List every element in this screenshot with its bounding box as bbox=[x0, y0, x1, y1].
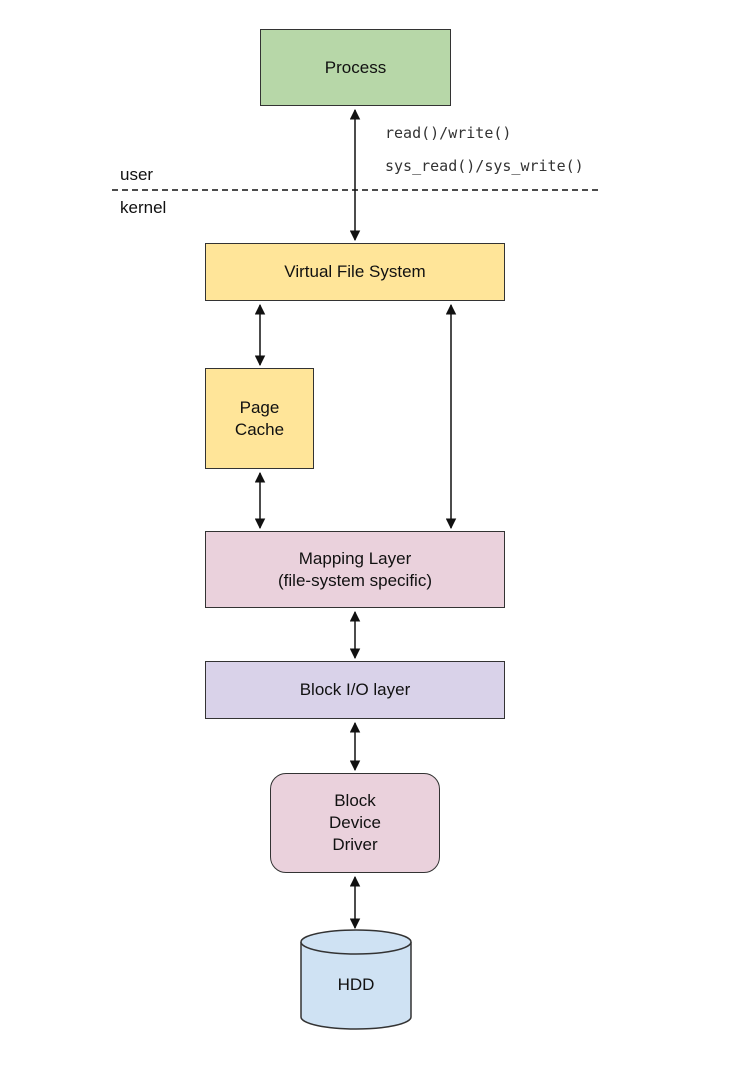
block-io-layer-box: Block I/O layer bbox=[205, 661, 505, 719]
process-box: Process bbox=[260, 29, 451, 106]
page-cache-box: Page Cache bbox=[205, 368, 314, 469]
kernel-space-label: kernel bbox=[120, 198, 167, 217]
hdd-cylinder bbox=[300, 929, 412, 1030]
hdd-label: HDD bbox=[337, 975, 375, 994]
block-device-driver-label: Block Device Driver bbox=[329, 791, 381, 854]
page-cache-label: Page Cache bbox=[234, 397, 285, 439]
mapping-layer-box: Mapping Layer (file-system specific) bbox=[205, 531, 505, 608]
hdd-top bbox=[300, 929, 412, 955]
virtual-file-system-box: Virtual File System bbox=[205, 243, 505, 301]
block-io-label: Block I/O layer bbox=[299, 680, 411, 699]
process-label: Process bbox=[324, 57, 387, 77]
block-device-driver-box: Block Device Driver bbox=[270, 773, 440, 873]
syscall-label: sys_read()/sys_write() bbox=[385, 157, 584, 175]
hdd-body bbox=[300, 942, 412, 1030]
user-call-label: read()/write() bbox=[385, 124, 512, 142]
mapping-layer-label: Mapping Layer (file-system specific) bbox=[278, 548, 432, 590]
vfs-label: Virtual File System bbox=[284, 262, 426, 281]
user-space-label: user bbox=[120, 165, 154, 184]
